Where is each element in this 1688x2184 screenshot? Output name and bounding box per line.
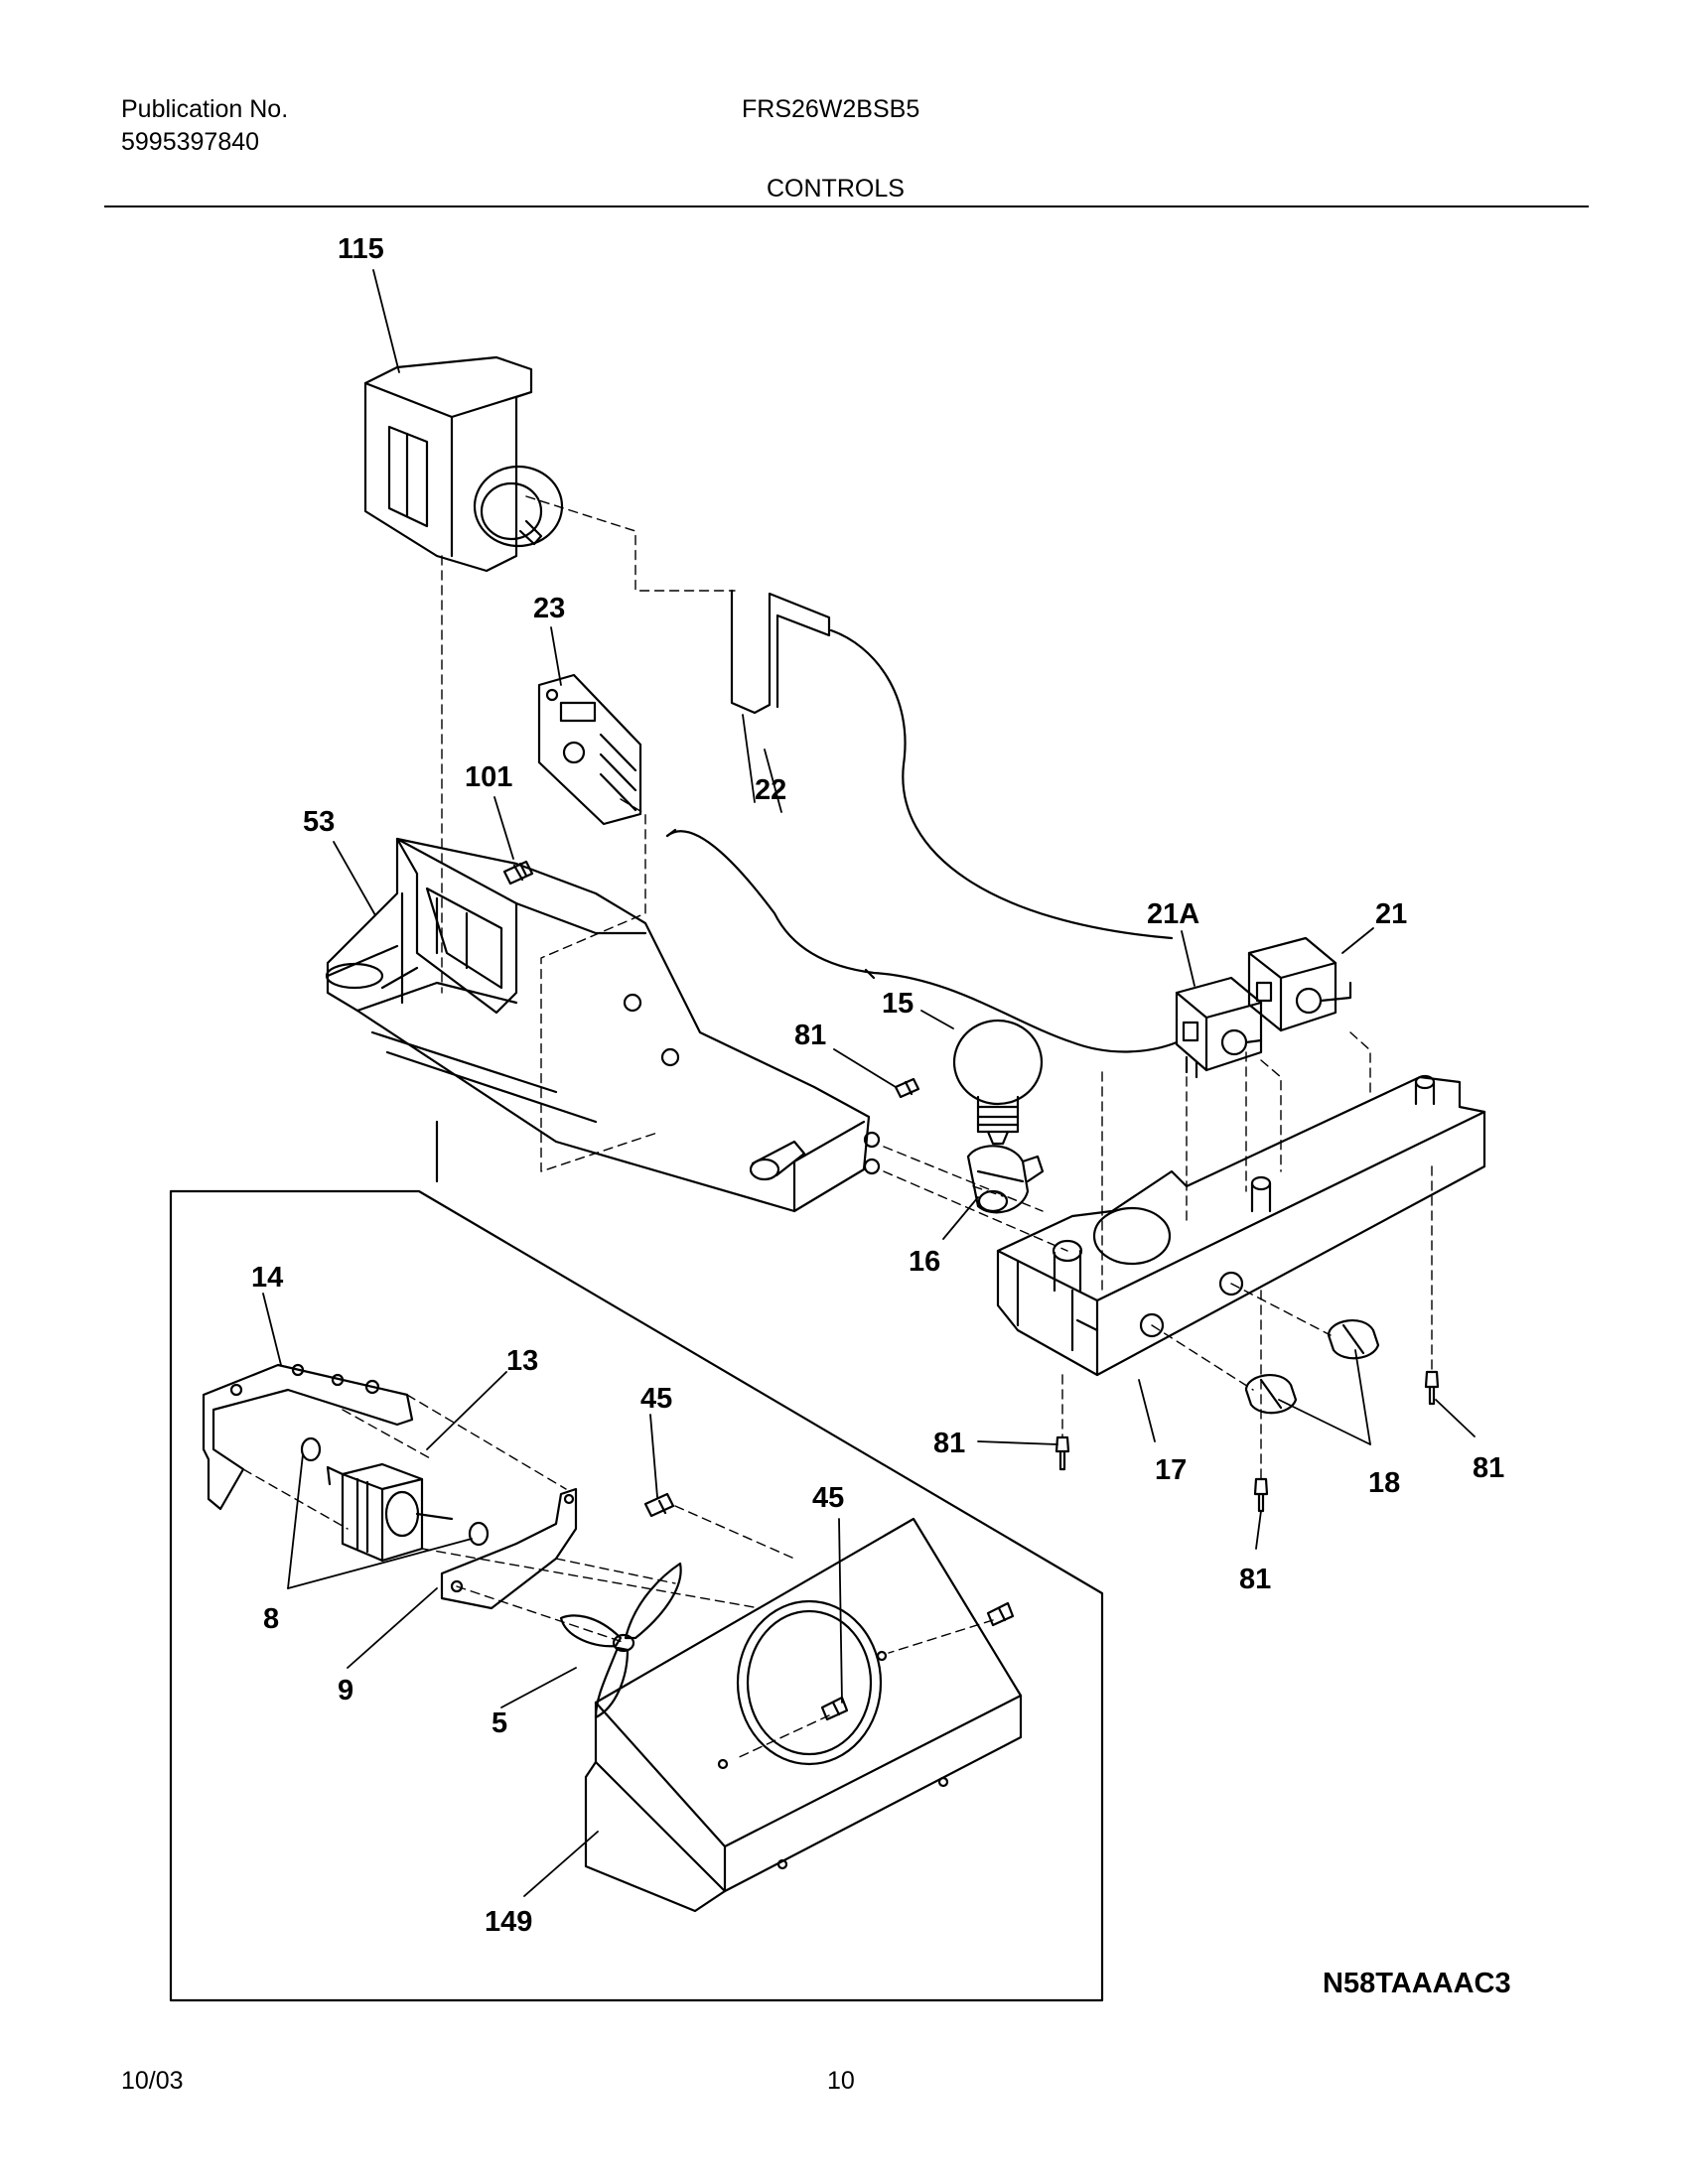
callout-81-bottom: 81 — [1239, 1564, 1271, 1595]
callout-14: 14 — [251, 1262, 283, 1294]
callout-45-upper: 45 — [640, 1383, 672, 1415]
callout-16: 16 — [909, 1246, 940, 1278]
callout-53: 53 — [303, 806, 335, 838]
part-9-motor-bracket — [440, 1487, 578, 1610]
callout-81-upper: 81 — [794, 1020, 826, 1051]
part-13-fan-motor — [326, 1462, 454, 1563]
callout-21: 21 — [1375, 898, 1407, 930]
fan-inset-frame — [169, 1189, 1104, 2002]
part-8-grommets — [300, 1436, 490, 1547]
callout-17: 17 — [1155, 1454, 1187, 1486]
header-rule — [104, 205, 1589, 207]
part-81-screw-upper — [894, 1077, 920, 1099]
alignment-lines — [242, 495, 1433, 1760]
footer-date: 10/03 — [121, 2067, 184, 2095]
callout-81-right: 81 — [1473, 1452, 1504, 1484]
part-21a-switch — [1175, 976, 1263, 1079]
callout-5: 5 — [492, 1707, 507, 1739]
part-21-switch — [1247, 936, 1352, 1032]
part-22-sensor-tube — [665, 589, 1179, 1053]
footer-page-number: 10 — [827, 2067, 855, 2095]
callout-9: 9 — [338, 1675, 353, 1706]
part-53-control-housing — [325, 837, 881, 1213]
leader-lines — [262, 269, 1476, 1897]
part-17-control-bracket — [996, 1074, 1486, 1377]
publication-label: Publication No. — [121, 95, 289, 123]
callout-22: 22 — [755, 774, 786, 806]
callout-81-left: 81 — [933, 1428, 965, 1459]
part-45-screws — [643, 1492, 1015, 1721]
part-14-bracket — [202, 1363, 414, 1511]
callout-18: 18 — [1368, 1467, 1400, 1499]
callout-101: 101 — [465, 761, 512, 793]
callout-149: 149 — [485, 1906, 532, 1938]
drawing-code: N58TAAAAC3 — [1323, 1968, 1511, 1999]
callout-8: 8 — [263, 1603, 279, 1635]
callout-23: 23 — [533, 593, 565, 624]
part-16-socket — [966, 1145, 1045, 1214]
callout-21a: 21A — [1147, 898, 1199, 930]
model-number: FRS26W2BSB5 — [742, 95, 920, 123]
section-title: CONTROLS — [767, 175, 905, 203]
callout-13: 13 — [506, 1345, 538, 1377]
callout-115: 115 — [338, 233, 384, 265]
part-18-knob — [1244, 1319, 1380, 1415]
part-149-fan-shroud — [584, 1517, 1023, 1913]
part-23-control-board — [537, 673, 642, 826]
publication-number: 5995397840 — [121, 128, 260, 156]
part-15-bulb — [952, 1019, 1044, 1146]
part-5-fan-blade — [559, 1562, 682, 1719]
callout-15: 15 — [882, 988, 914, 1020]
part-115-control-box — [363, 355, 564, 573]
callout-45-lower: 45 — [812, 1482, 844, 1514]
